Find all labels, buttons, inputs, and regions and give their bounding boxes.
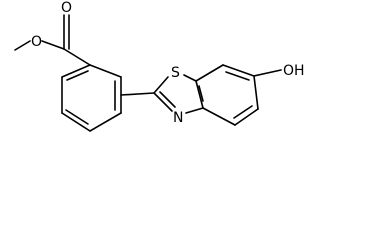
bond-n-c3a: [185, 107, 204, 114]
bond-s-c7a: [183, 74, 197, 82]
bond-c2-n-a: [153, 92, 173, 112]
bond-benzo-1: [195, 64, 224, 82]
bond-ring-oh: [253, 69, 282, 77]
bond-benzene-inner-3: [66, 70, 89, 81]
bond-biaryl: [120, 92, 155, 96]
bond-benzo-3: [253, 75, 259, 110]
bond-benzene-inner-2: [65, 109, 89, 125]
atom-labels: O O S N OH: [31, 0, 305, 126]
bond-c2-n-b: [159, 91, 176, 108]
bond-benzene-6: [61, 64, 91, 78]
bond-c7a-c3a: [195, 80, 204, 109]
bond-benzo-2: [222, 64, 255, 77]
bond-c2-s: [153, 76, 169, 94]
bond-benzo-5: [202, 107, 236, 126]
hydroxyl-label: OH: [283, 63, 305, 79]
bond-set: [14, 14, 282, 132]
ester-oxygen-label: O: [31, 34, 42, 50]
sulfur-label: S: [171, 65, 180, 81]
bond-benzene-1: [89, 64, 122, 78]
bond-benzene-3: [89, 112, 122, 132]
bond-benzo-4: [234, 108, 259, 126]
bond-benzo-inner-2: [233, 105, 253, 119]
bond-methyl-o: [14, 40, 31, 51]
bond-benzo-inner-3: [198, 85, 204, 102]
nitrogen-label: N: [173, 110, 183, 126]
bond-o-carbonyl: [41, 40, 65, 50]
chemical-structure: O O S N OH: [14, 0, 305, 132]
carbonyl-oxygen-label: O: [61, 0, 72, 16]
bond-carbonyl-ring: [63, 48, 91, 66]
bond-benzene-4: [61, 112, 91, 132]
bond-benzo-inner-1: [225, 71, 250, 81]
